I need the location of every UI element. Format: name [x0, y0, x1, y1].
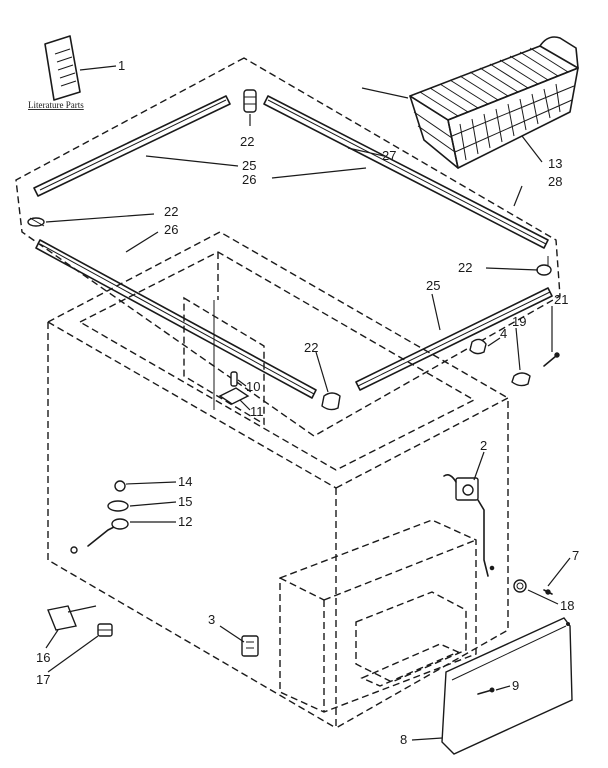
- lid-trim-26-front: [35, 239, 317, 399]
- access-panel: [441, 617, 573, 755]
- callout-25-back: 25: [242, 158, 256, 173]
- screw-7: [543, 589, 553, 595]
- callout-25-front: 25: [426, 278, 440, 293]
- callout-3: 3: [208, 612, 215, 627]
- callout-19: 19: [512, 314, 526, 329]
- bushing-4: [469, 338, 487, 355]
- hinge-cap-left: [27, 217, 45, 227]
- callout-12: 12: [178, 514, 192, 529]
- callout-18: 18: [560, 598, 574, 613]
- lid-outline: [15, 57, 561, 437]
- callout-9: 9: [512, 678, 519, 693]
- callout-27: 27: [382, 148, 396, 163]
- control-panel: [183, 296, 265, 426]
- temp-control: [443, 474, 489, 577]
- bumper-19: [511, 372, 531, 387]
- callout-2: 2: [480, 438, 487, 453]
- callout-11: 11: [250, 404, 264, 419]
- callout-17: 17: [36, 672, 50, 687]
- screw-21: [543, 352, 560, 367]
- bracket-11: [218, 387, 250, 405]
- hinge-cap-right: [536, 256, 552, 276]
- callout-16: 16: [36, 650, 50, 665]
- callout-26-back: 26: [242, 172, 256, 187]
- callout-13: 13: [548, 156, 562, 171]
- screw-9: [477, 687, 495, 695]
- literature-booklet: [44, 35, 81, 101]
- callout-15: 15: [178, 494, 192, 509]
- callout-8: 8: [400, 732, 407, 747]
- literature-caption: Literature Parts: [28, 100, 84, 110]
- hinge-cap-front: [321, 392, 341, 411]
- callout-22-left: 22: [164, 204, 178, 219]
- callout-26-front: 26: [164, 222, 178, 237]
- callout-21: 21: [554, 292, 568, 307]
- lid-trim-27: [263, 95, 549, 249]
- callout-7: 7: [572, 548, 579, 563]
- hinge-cap-top: [243, 89, 257, 113]
- drain-plug-16: [47, 605, 77, 631]
- relay-3: [241, 635, 259, 657]
- leader-lines: [45, 65, 571, 741]
- drain-washer-15: [107, 500, 129, 512]
- drain-cap-14: [114, 480, 126, 492]
- drain-tube-12: [70, 518, 129, 554]
- machine-compartment: [279, 519, 477, 713]
- callout-14: 14: [178, 474, 192, 489]
- leveling-leg-17: [97, 623, 113, 637]
- callout-22-front: 22: [304, 340, 318, 355]
- knob-10: [230, 371, 238, 387]
- storage-basket: [409, 36, 579, 169]
- grommet-18: [489, 565, 527, 593]
- callout-4: 4: [500, 326, 507, 341]
- callout-10: 10: [246, 379, 260, 394]
- lid-trim-25-front: [355, 287, 553, 391]
- callout-1: 1: [118, 58, 125, 73]
- callout-22-top: 22: [240, 134, 254, 149]
- cabinet-body: [47, 231, 509, 730]
- callout-28: 28: [548, 174, 562, 189]
- callout-22-right: 22: [458, 260, 472, 275]
- lid-trim-25-back: [33, 95, 231, 197]
